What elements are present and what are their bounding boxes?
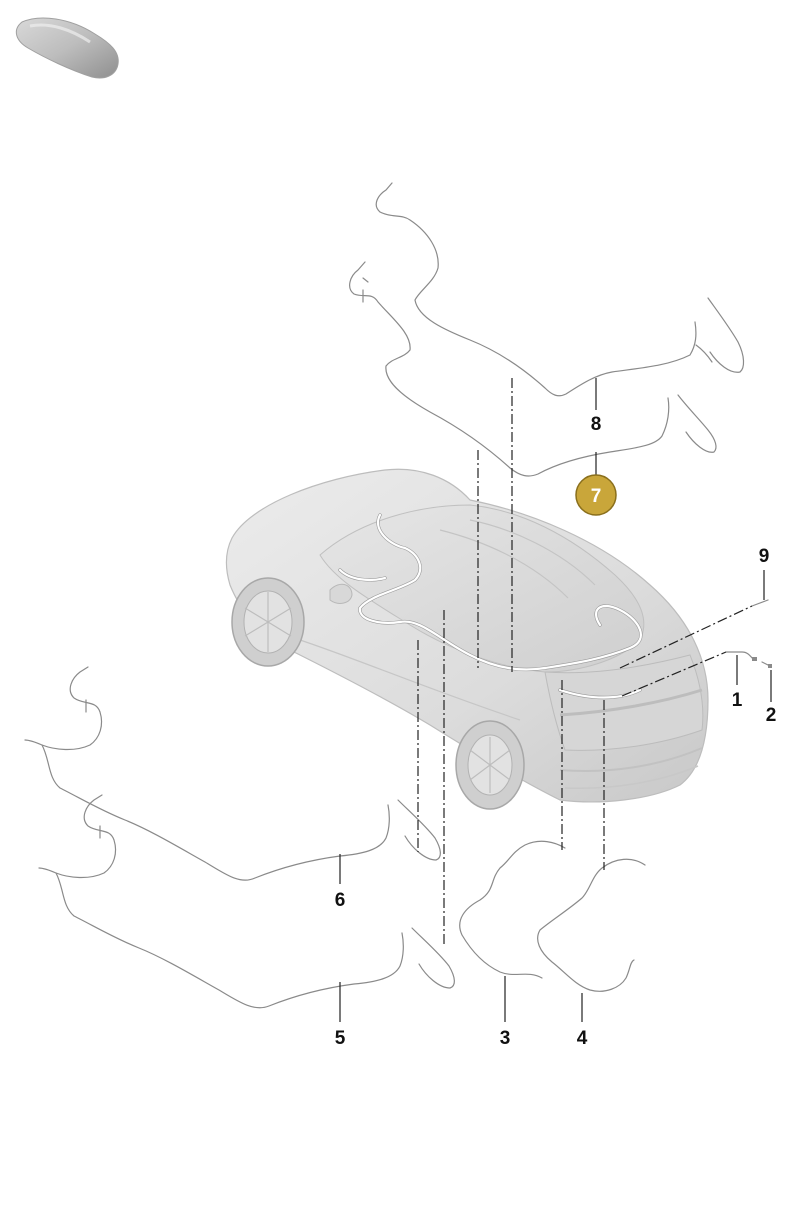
harness-on-vehicle	[338, 513, 643, 700]
harness-8[interactable]	[375, 182, 745, 397]
harness-7[interactable]	[349, 261, 717, 477]
callout-label-6[interactable]: 6	[335, 890, 346, 911]
harness-2[interactable]	[761, 661, 772, 668]
svg-text:3: 3	[500, 1028, 511, 1049]
svg-text:1: 1	[732, 690, 743, 711]
callout-label-1[interactable]: 1	[732, 690, 743, 711]
callout-label-5[interactable]: 5	[335, 1028, 346, 1049]
svg-text:8: 8	[591, 414, 602, 435]
callout-leaders	[339, 378, 772, 1022]
svg-text:7: 7	[591, 486, 602, 507]
svg-text:5: 5	[335, 1028, 346, 1049]
harness-3[interactable]	[459, 840, 566, 979]
harness-5[interactable]	[38, 794, 455, 1009]
callout-label-8[interactable]: 8	[591, 414, 602, 435]
harness-9[interactable]	[751, 599, 769, 607]
svg-text:6: 6	[335, 890, 346, 911]
callout-label-7[interactable]: 7	[575, 474, 617, 516]
callout-label-3[interactable]: 3	[500, 1028, 511, 1049]
installation-lines	[417, 378, 753, 945]
car-thumbnail-icon[interactable]	[15, 17, 119, 79]
svg-text:9: 9	[759, 546, 770, 567]
harness-1[interactable]	[725, 651, 757, 661]
callout-label-2[interactable]: 2	[766, 705, 777, 726]
harness-4[interactable]	[537, 858, 646, 992]
front-wheel	[231, 577, 305, 667]
svg-text:4: 4	[577, 1028, 588, 1049]
harness-6[interactable]	[24, 666, 441, 881]
callout-label-9[interactable]: 9	[759, 546, 770, 567]
vehicle-illustration	[225, 468, 709, 810]
callout-label-4[interactable]: 4	[577, 1028, 588, 1049]
rear-wheel	[455, 720, 525, 810]
svg-text:2: 2	[766, 705, 777, 726]
